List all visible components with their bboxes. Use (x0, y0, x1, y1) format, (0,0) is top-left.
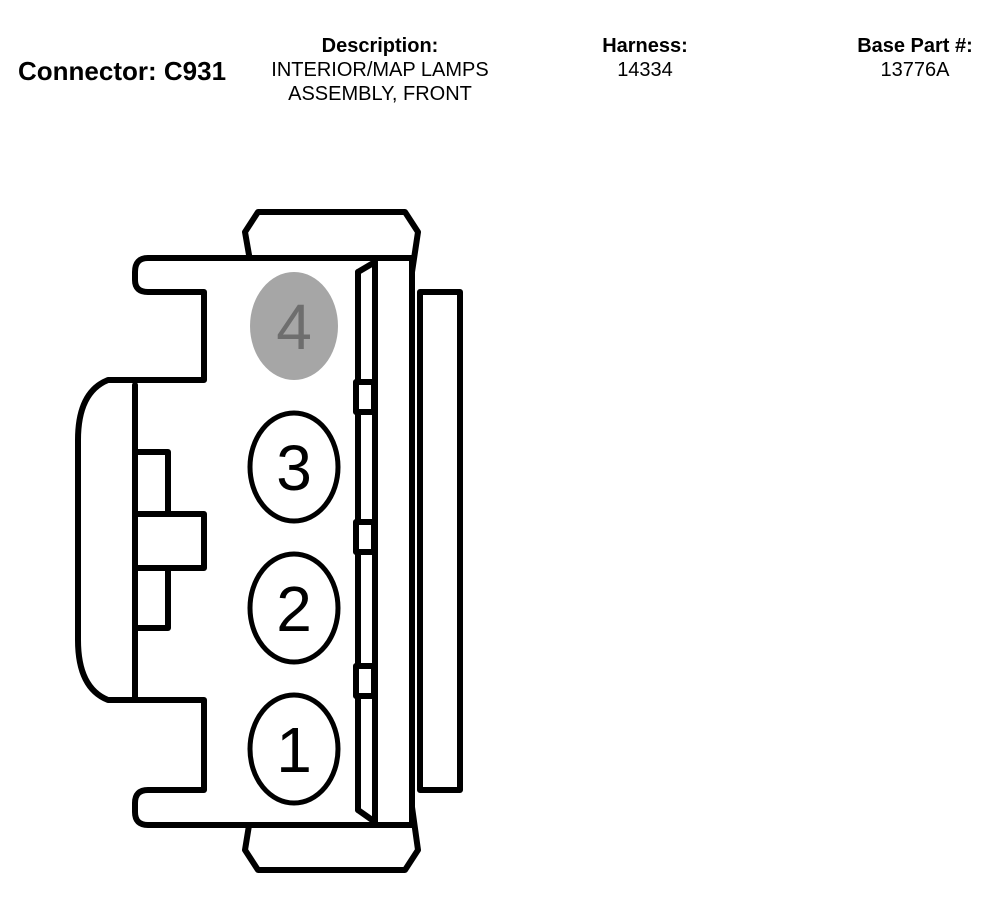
base-part-value: 13776A (880, 59, 950, 81)
connector-label: Connector: (18, 56, 157, 86)
harness-block: Harness: 14334 (575, 34, 715, 82)
connector-id: C931 (163, 56, 227, 86)
rail-notch-middle (353, 519, 377, 555)
description-line-1: INTERIOR/MAP LAMPS (271, 59, 489, 81)
pin-4-cavity (250, 272, 338, 380)
pin-3-cavity (247, 410, 341, 524)
description-label: Description: (321, 35, 439, 57)
inner-rail-slant-bottom (355, 807, 378, 825)
harness-value: 14334 (617, 59, 673, 81)
pin-2-label: 2 (276, 573, 312, 645)
left-tab-lower (132, 565, 171, 631)
pin-3-label: 3 (276, 432, 312, 504)
left-tab-upper (132, 449, 171, 517)
inner-rail-slant-top (355, 259, 378, 275)
connector-title: Connector: C931 (18, 56, 226, 87)
rail-notch-lower (353, 663, 377, 699)
rail-notch-upper (353, 379, 377, 415)
base-part-label: Base Part #: (857, 35, 973, 57)
base-part-block: Base Part #: 13776A (835, 34, 990, 82)
pin-1-label: 1 (276, 714, 312, 786)
side-bar (417, 289, 463, 793)
connector-body (75, 255, 415, 828)
pin-2-cavity (247, 551, 341, 665)
pin-1-cavity (247, 692, 341, 806)
description-line-2: ASSEMBLY, FRONT (288, 83, 472, 105)
harness-label: Harness: (602, 35, 688, 57)
pin-4-label: 4 (276, 291, 312, 363)
description-block: Description: INTERIOR/MAP LAMPS ASSEMBLY… (255, 34, 505, 106)
